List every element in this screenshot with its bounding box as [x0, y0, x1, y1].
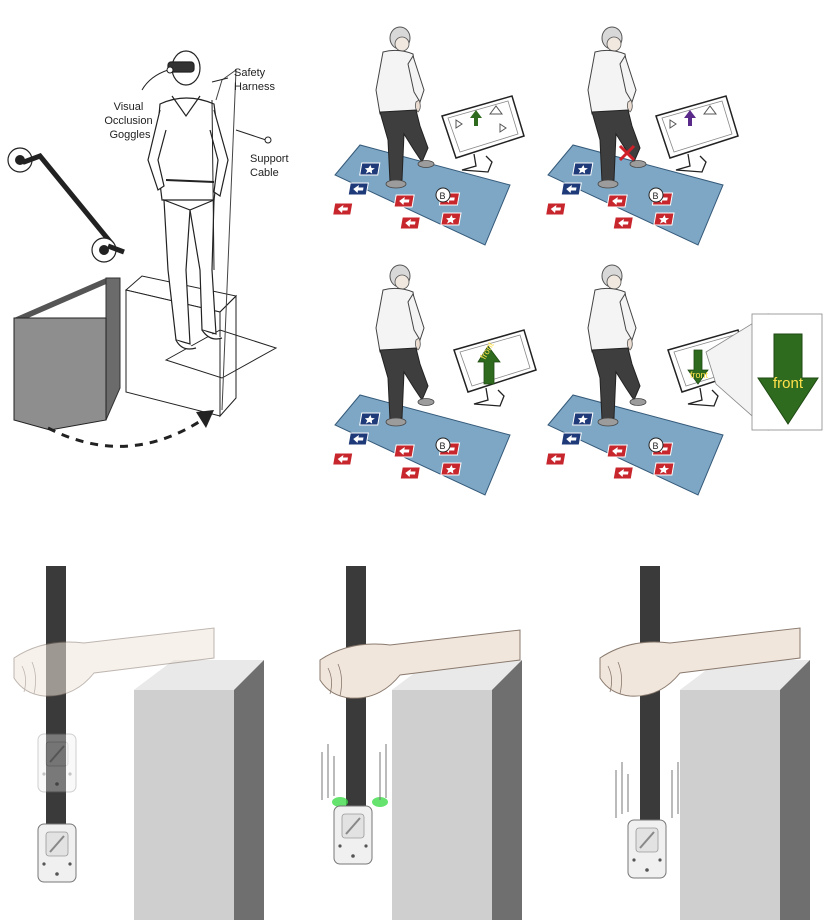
step-frame-3: front	[333, 264, 537, 495]
harness-leader	[211, 77, 229, 83]
support-cable-leader	[235, 129, 267, 141]
movement-arc-arrow	[47, 414, 209, 448]
green-led-icon	[332, 797, 388, 807]
pole-frame-2	[319, 566, 522, 920]
support-cable-marker	[264, 136, 272, 144]
step-frame-4: front front	[546, 264, 823, 495]
goggles-marker	[166, 66, 174, 74]
green-down-arrow-icon	[687, 349, 709, 385]
vibration-lines-icon	[615, 762, 679, 818]
cable-line	[215, 68, 237, 411]
step-frame-2	[546, 26, 739, 245]
cue-text-large: front	[773, 375, 804, 392]
harness-label: Safety Harness	[234, 67, 275, 93]
wall-block-icon	[13, 277, 121, 431]
pole-frame-3	[599, 566, 810, 920]
monitor-arrows-icon	[669, 105, 717, 129]
cue-text-tiny: front	[690, 370, 709, 380]
arrowhead-icon	[196, 410, 214, 428]
green-up-arrow-icon	[477, 345, 501, 385]
handrail-icon	[7, 147, 125, 263]
participant-figure	[147, 50, 229, 350]
pole-frame-1	[0, 552, 276, 924]
ghost-device-icon	[37, 733, 77, 793]
vibration-lines-icon	[321, 744, 387, 800]
monitor-arrows-icon	[455, 105, 507, 133]
support-cable-label: Support Cable	[250, 153, 292, 179]
goggles-label: Visual Occlusion Goggles	[104, 101, 155, 141]
error-x-icon	[618, 144, 636, 162]
pole-icon	[46, 566, 66, 856]
goggles-leader	[141, 69, 169, 91]
step-frame-1	[333, 26, 525, 245]
zoom-down-arrow-icon	[757, 333, 819, 425]
transparent-block-icon	[124, 275, 238, 418]
floor-plate-icon	[164, 329, 278, 379]
apparatus-panel: Visual Occlusion Goggles Safety Harness …	[7, 50, 292, 448]
